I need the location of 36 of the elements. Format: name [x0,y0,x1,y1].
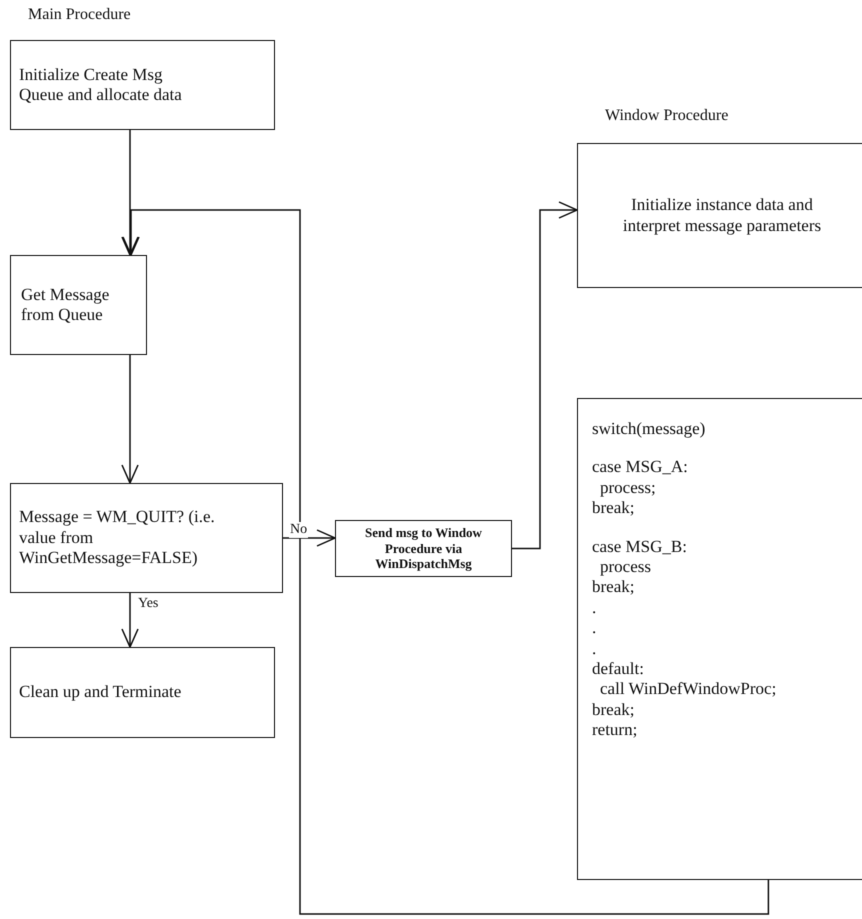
arrow [512,201,578,550]
process-box [577,398,862,880]
process-box [10,647,275,738]
code-line: break; [592,577,634,598]
arrow [121,130,139,256]
arrow [121,593,139,648]
box-text: Initialize instance data and interpret message parameters [622,195,822,236]
code-line: case MSG_B: [592,536,687,557]
arrow [283,529,336,547]
code-line: case MSG_A: [592,457,688,478]
box-text: Message = WM_QUIT? (i.e. value from WinGetMessage=FALSE) [19,507,216,569]
arrow [122,209,770,915]
code-line: call WinDefWindowProc; [599,679,776,700]
edge-label: No [289,522,308,538]
process-box [10,483,283,593]
code-line: break; [592,700,634,720]
process-box [10,40,275,130]
code-line: return; [592,720,638,740]
code-line: process; [599,478,656,498]
arrow [121,355,139,484]
box-text: Initialize Create Msg Queue and allocate data [19,64,183,106]
process-box [335,520,512,577]
box-text: Get Message from Queue [21,284,110,326]
process-box [10,255,147,355]
box-text: Send msg to Window Procedure via WinDispatchMsg [364,525,483,572]
box-text: Clean up and Terminate [19,682,182,703]
code-line: . [592,598,596,618]
code-line: . [592,638,596,659]
heading: Window Procedure [605,107,728,125]
code-line: switch(message) [592,419,706,440]
code-line: . [592,618,596,639]
code-line: default: [592,658,644,680]
heading: Main Procedure [28,6,131,24]
process-box [577,143,862,288]
code-line: process [599,556,651,578]
code-line: break; [592,498,634,519]
